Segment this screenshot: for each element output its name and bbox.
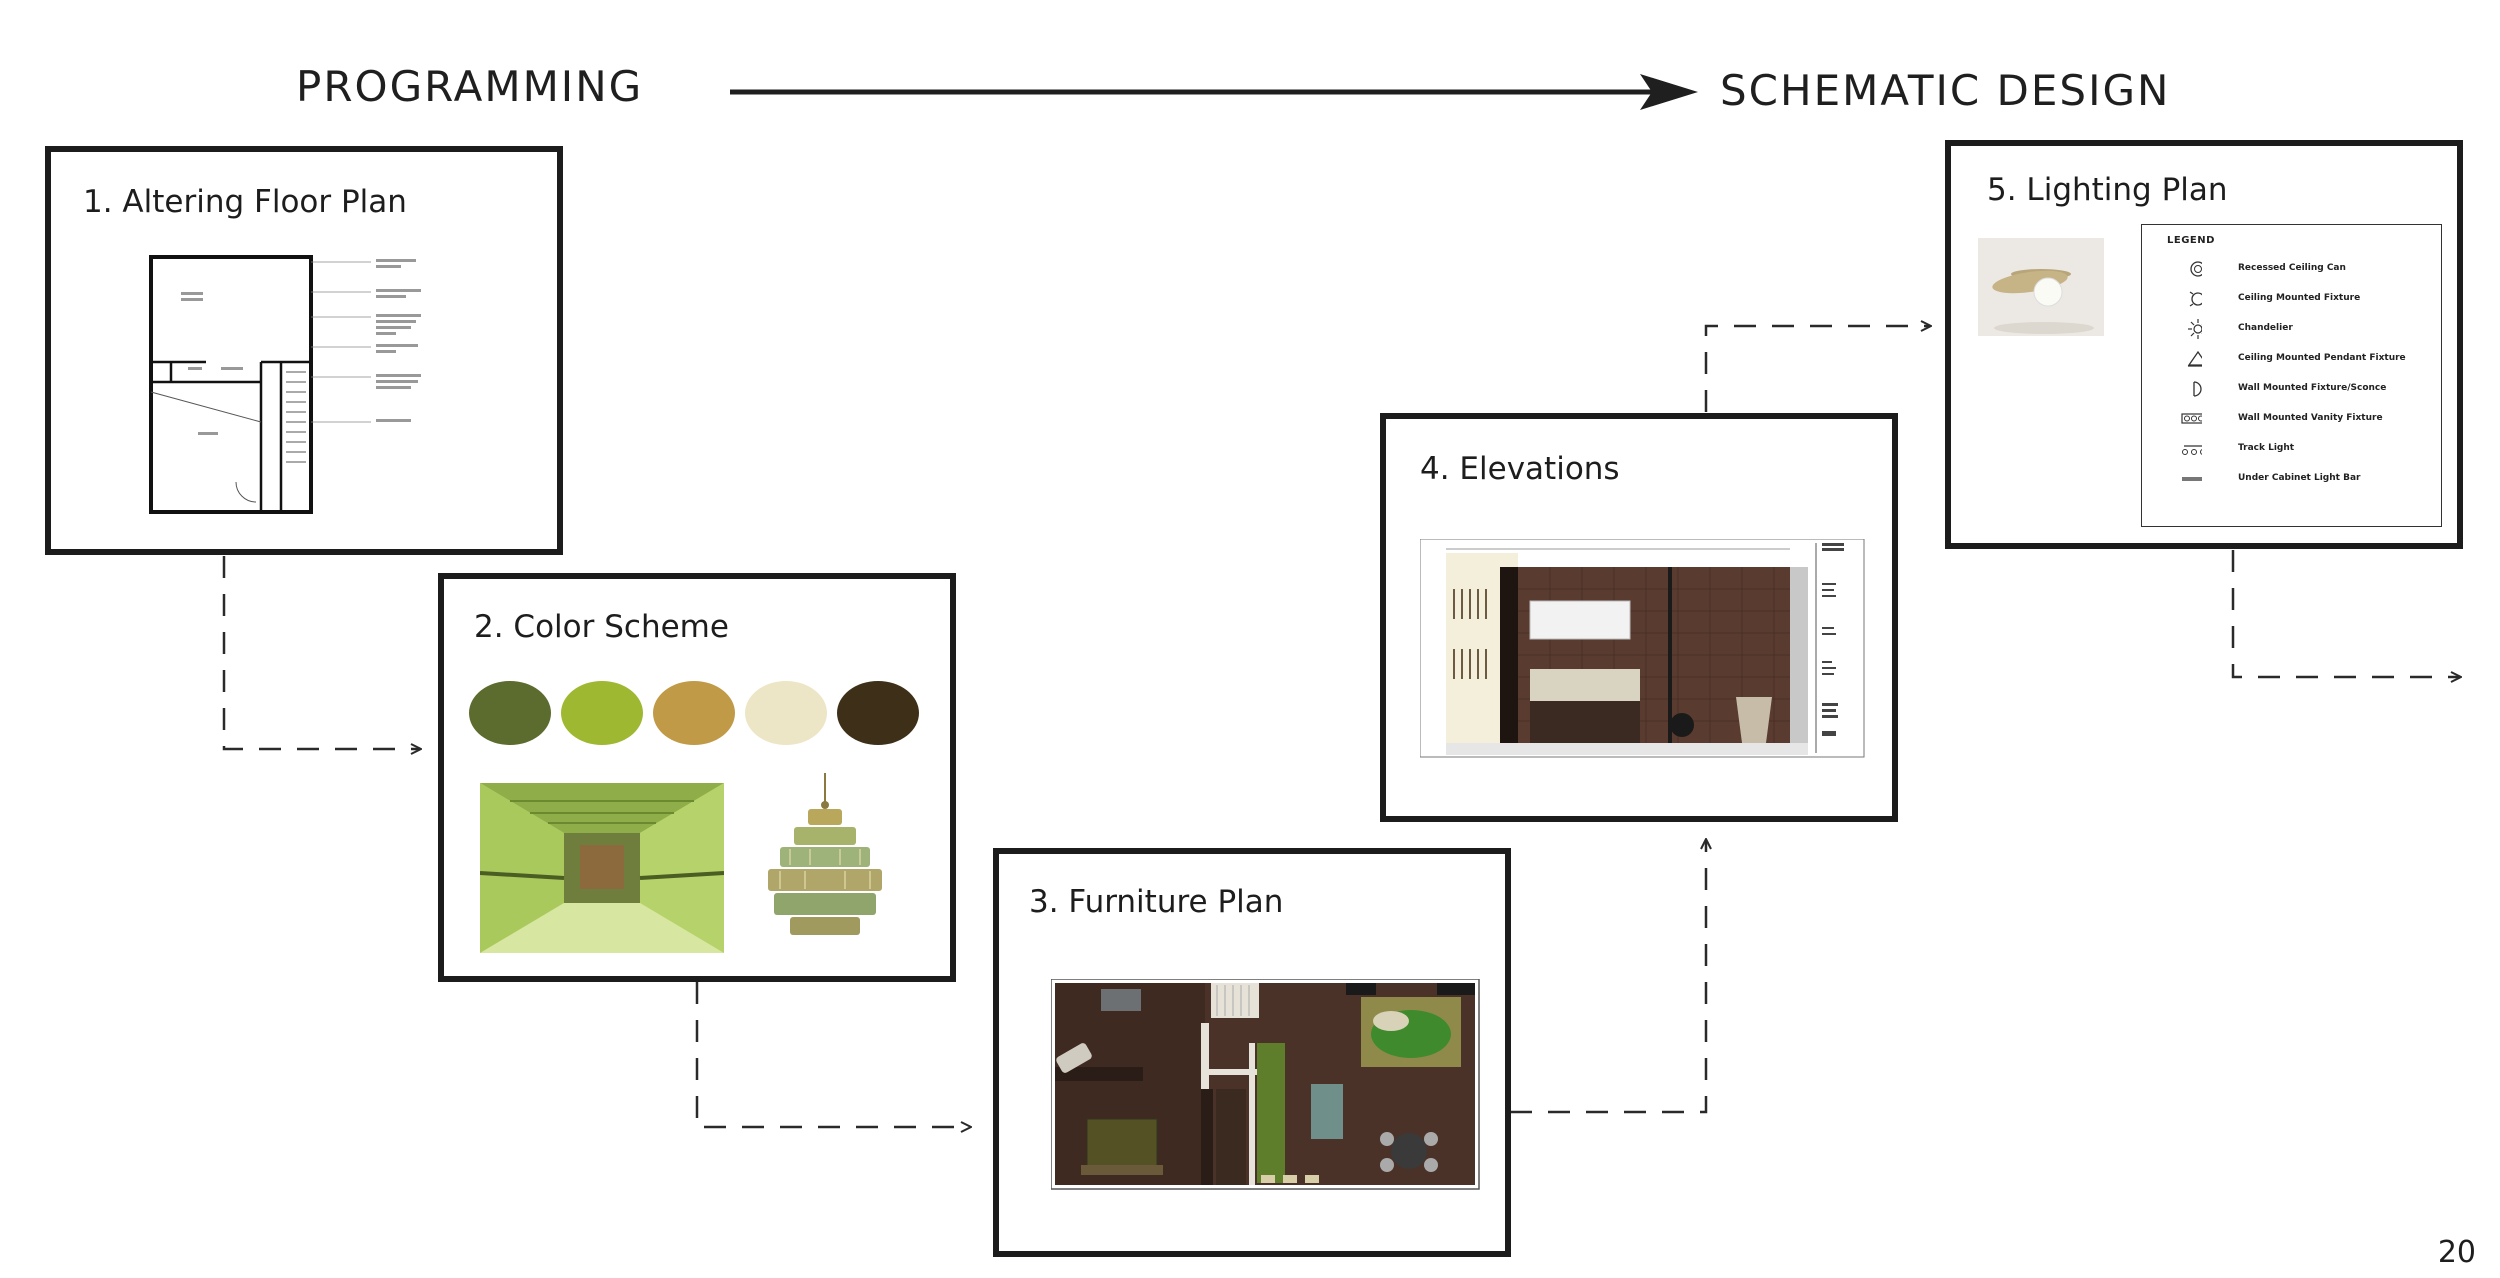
page-number: 20 [2437,1235,2476,1270]
vanity-fixture-icon [2181,413,2202,424]
legend-title: LEGEND [2167,235,2215,246]
chandelier-image [768,773,882,935]
green-corridor-image [480,783,724,953]
elevation-drawing [1420,539,1865,758]
track-light-icon [2182,445,2202,455]
connector-5-out [2231,550,2460,677]
lighting-legend: LEGEND Recessed Ceiling Can Ceiling Moun… [2141,224,2442,527]
legend-label: Track Light [2238,443,2295,453]
step-title-color-scheme: 2. Color Scheme [474,609,729,645]
legend-item: Under Cabinet Light Bar [2142,469,2441,489]
legend-item: Ceiling Mounted Fixture [2142,289,2441,309]
pendant-icon [2187,350,2202,367]
legend-item: Chandelier [2142,319,2441,339]
programming-heading: PROGRAMMING [296,62,644,111]
sconce-icon [2193,381,2202,397]
color-swatch-lime [561,681,643,745]
step-card-color-scheme: 2. Color Scheme [438,573,956,982]
connector-4-to-5 [1704,326,1930,412]
legend-item: Track Light [2142,439,2441,459]
light-bar-icon [2182,477,2202,481]
legend-item: Wall Mounted Fixture/Sconce [2142,379,2441,399]
step-title-furniture-plan: 3. Furniture Plan [1029,884,1284,920]
legend-label: Ceiling Mounted Pendant Fixture [2238,353,2406,363]
color-swatch-cream [745,681,827,745]
step-card-floor-plan: 1. Altering Floor Plan [45,146,563,555]
connector-1-to-2 [222,556,420,749]
step-title-floor-plan: 1. Altering Floor Plan [83,184,407,220]
ceiling-fixture-photo [1978,238,2104,336]
recessed-can-icon [2190,261,2202,277]
legend-label: Ceiling Mounted Fixture [2238,293,2361,303]
step-card-furniture-plan: 3. Furniture Plan [993,848,1511,1257]
step-card-lighting-plan: 5. Lighting Plan LEGEND Recessed Ceiling… [1945,140,2463,549]
legend-label: Recessed Ceiling Can [2238,263,2346,273]
furniture-plan-drawing [1051,979,1480,1190]
color-swatch-olive [469,681,551,745]
floor-plan-drawing [149,255,421,514]
legend-label: Wall Mounted Vanity Fixture [2238,413,2383,423]
step-card-elevations: 4. Elevations [1380,413,1898,822]
ceiling-fixture-icon [2189,291,2202,307]
legend-item: Ceiling Mounted Pendant Fixture [2142,349,2441,369]
color-swatch-mustard [653,681,735,745]
color-swatch-dark-brown [837,681,919,745]
legend-label: Chandelier [2238,323,2293,333]
legend-label: Wall Mounted Fixture/Sconce [2238,383,2387,393]
connector-3-to-4 [1510,840,1706,1114]
step-title-elevations: 4. Elevations [1420,451,1620,487]
schematic-design-heading: SCHEMATIC DESIGN [1720,66,2171,115]
step-title-lighting-plan: 5. Lighting Plan [1987,172,2228,208]
connector-2-to-3 [695,982,970,1127]
chandelier-icon [2188,319,2202,339]
legend-label: Under Cabinet Light Bar [2238,473,2361,483]
main-progress-arrow [730,74,1698,110]
legend-item: Recessed Ceiling Can [2142,259,2441,279]
legend-item: Wall Mounted Vanity Fixture [2142,409,2441,429]
